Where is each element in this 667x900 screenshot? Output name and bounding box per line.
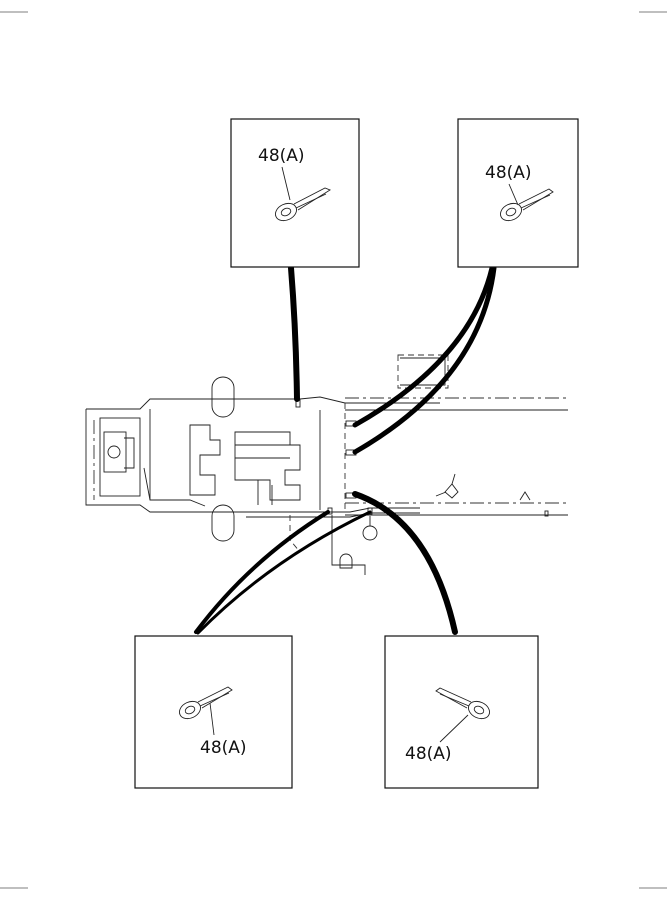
- leader-lines: [194, 265, 497, 635]
- callout-label-bottom-left: 48(A): [200, 738, 247, 758]
- clip-icon: [179, 686, 233, 720]
- clip-icon: [275, 187, 331, 222]
- chassis-frame: [85, 354, 568, 575]
- leader-top-left: [288, 265, 300, 402]
- callout-box-bottom-right: 48(A): [384, 635, 539, 789]
- leader-bottom-left-b: [196, 510, 372, 635]
- leader-bottom-right: [352, 491, 458, 635]
- leader-bottom-left-a: [194, 510, 330, 634]
- leader-top-right-b: [352, 265, 497, 455]
- clip-icon: [500, 188, 554, 222]
- callout-box-top-right: 48(A): [457, 118, 579, 268]
- callout-label-bottom-right: 48(A): [405, 744, 452, 764]
- callout-label-top-left: 48(A): [258, 146, 305, 166]
- crop-marks: [0, 11, 667, 889]
- callout-label-top-right: 48(A): [485, 163, 532, 183]
- callout-box-top-left: 48(A): [230, 118, 360, 268]
- leader-top-right-a: [352, 265, 495, 428]
- clip-icon: [435, 687, 490, 720]
- callout-box-bottom-left: 48(A): [134, 635, 293, 789]
